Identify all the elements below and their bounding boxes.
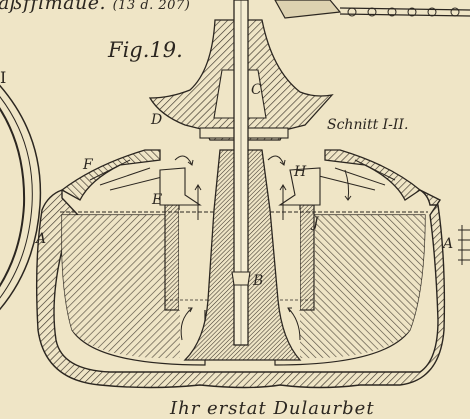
part-label-d: D (151, 112, 163, 128)
basin-hatch-right (300, 215, 425, 359)
bottom-caption-fragment: Ihr erstat Dulaurbet (170, 398, 375, 419)
left-edge-numeral: I (0, 68, 7, 87)
part-label-a-right: A (443, 236, 454, 252)
part-label-h: H (294, 164, 307, 180)
inner-cylinder-left-wall (164, 204, 180, 311)
lid-left (60, 149, 161, 201)
inner-cylinder-right-wall (299, 204, 315, 311)
flow-arrows (174, 155, 352, 341)
top-apparatus-fragment (274, 0, 470, 19)
part-label-e: E (152, 192, 163, 208)
shaft-plug (231, 271, 251, 286)
guide-plate-left (159, 167, 202, 206)
part-label-c: C (251, 82, 262, 98)
section-label: Schnitt I-II. (327, 117, 409, 133)
basin-hatch-left (61, 215, 180, 359)
figure-title: Fig.19. (108, 38, 183, 62)
lid-right (324, 149, 422, 201)
left-circle-fragment (0, 84, 42, 311)
part-label-f: F (83, 157, 93, 173)
guide-plate-right (278, 167, 321, 206)
right-edge-grid (458, 225, 470, 265)
inner-cylinder-space-left (179, 210, 209, 310)
part-label-a-left: A (36, 231, 47, 247)
part-label-j: J (313, 215, 319, 231)
top-caption-fragment: äßfflmaue. (13 d. 207) (0, 0, 191, 14)
part-label-b: B (253, 273, 264, 289)
vessel-outer-wall (35, 189, 446, 389)
lid-ribs (89, 159, 396, 191)
